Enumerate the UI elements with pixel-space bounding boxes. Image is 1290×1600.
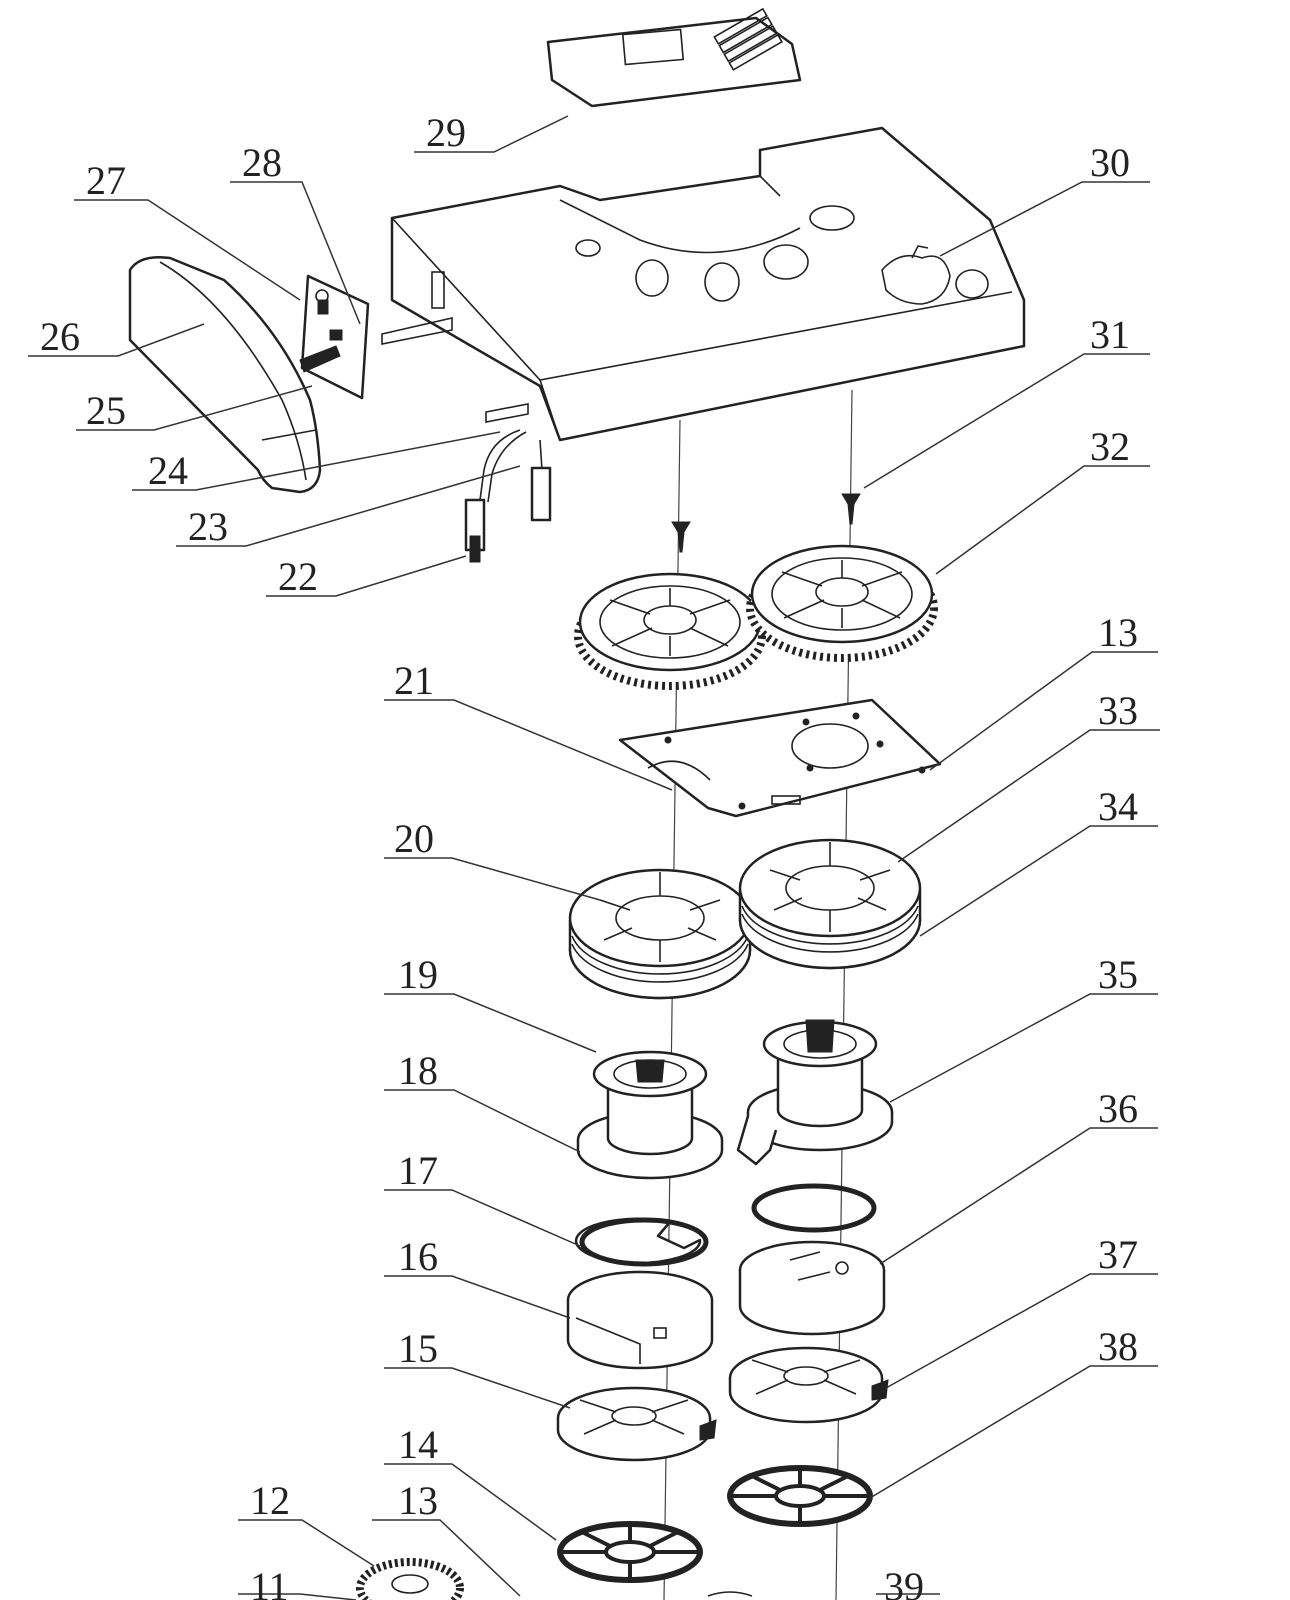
callout-31: 31 xyxy=(1090,312,1130,357)
callout-30: 30 xyxy=(1090,140,1130,185)
callout-29: 29 xyxy=(426,110,466,155)
gear-part-right xyxy=(746,544,938,662)
spoked-ring-part-left xyxy=(557,1521,703,1583)
callout-15: 15 xyxy=(398,1326,438,1371)
callout-20: 20 xyxy=(394,816,434,861)
cap-part-left xyxy=(566,1270,714,1370)
callout-21: 21 xyxy=(394,658,434,703)
bottom-gear-part xyxy=(356,1558,464,1600)
callout-22: 22 xyxy=(278,554,318,599)
coil-spool-part-left xyxy=(568,868,752,1000)
callout-28: 28 xyxy=(242,140,282,185)
callout-39: 39 xyxy=(884,1564,924,1600)
bobbin-part-right xyxy=(736,1019,894,1166)
leader-lines xyxy=(28,115,1160,1600)
callout-19: 19 xyxy=(398,952,438,997)
callout-23: 23 xyxy=(188,504,228,549)
bobbin-part-left xyxy=(576,1050,724,1180)
callout-13-lower: 13 xyxy=(398,1478,438,1523)
mounting-plate-part xyxy=(618,698,942,818)
callout-13-upper: 13 xyxy=(1098,610,1138,655)
callout-24: 24 xyxy=(148,448,188,493)
callout-37: 37 xyxy=(1098,1232,1138,1277)
callout-34: 34 xyxy=(1098,784,1138,829)
screw-part-right xyxy=(841,493,861,525)
cap-part-right xyxy=(738,1240,886,1336)
coil-spool-part-right xyxy=(738,838,922,970)
spider-disc-part-right xyxy=(728,1346,889,1424)
spider-disc-part-left xyxy=(556,1386,717,1462)
callout-14: 14 xyxy=(398,1422,438,1467)
remote-display-part xyxy=(546,7,802,108)
callout-27: 27 xyxy=(86,158,126,203)
main-housing-part xyxy=(381,126,1026,442)
callout-labels: 29 30 28 27 26 25 24 23 22 31 32 13 21 3… xyxy=(40,110,1138,1600)
gear-part-left xyxy=(574,572,766,690)
cable-connector-part xyxy=(464,429,552,563)
circuit-board-part xyxy=(299,274,370,400)
spoked-ring-part-right xyxy=(727,1465,873,1527)
ring-part-left xyxy=(574,1217,709,1267)
callout-26: 26 xyxy=(40,314,80,359)
screw-part-left xyxy=(671,521,691,553)
callout-11: 11 xyxy=(250,1564,289,1600)
callout-33: 33 xyxy=(1098,688,1138,733)
callout-25: 25 xyxy=(86,388,126,433)
callout-35: 35 xyxy=(1098,952,1138,997)
ring-part-right xyxy=(751,1183,877,1233)
callout-12: 12 xyxy=(250,1478,290,1523)
bottom-partial-part xyxy=(707,1591,753,1597)
callout-18: 18 xyxy=(398,1048,438,1093)
callout-17: 17 xyxy=(398,1148,438,1193)
callout-38: 38 xyxy=(1098,1324,1138,1369)
callout-16: 16 xyxy=(398,1234,438,1279)
callout-36: 36 xyxy=(1098,1086,1138,1131)
side-cover-part xyxy=(128,256,322,494)
callout-32: 32 xyxy=(1090,424,1130,469)
